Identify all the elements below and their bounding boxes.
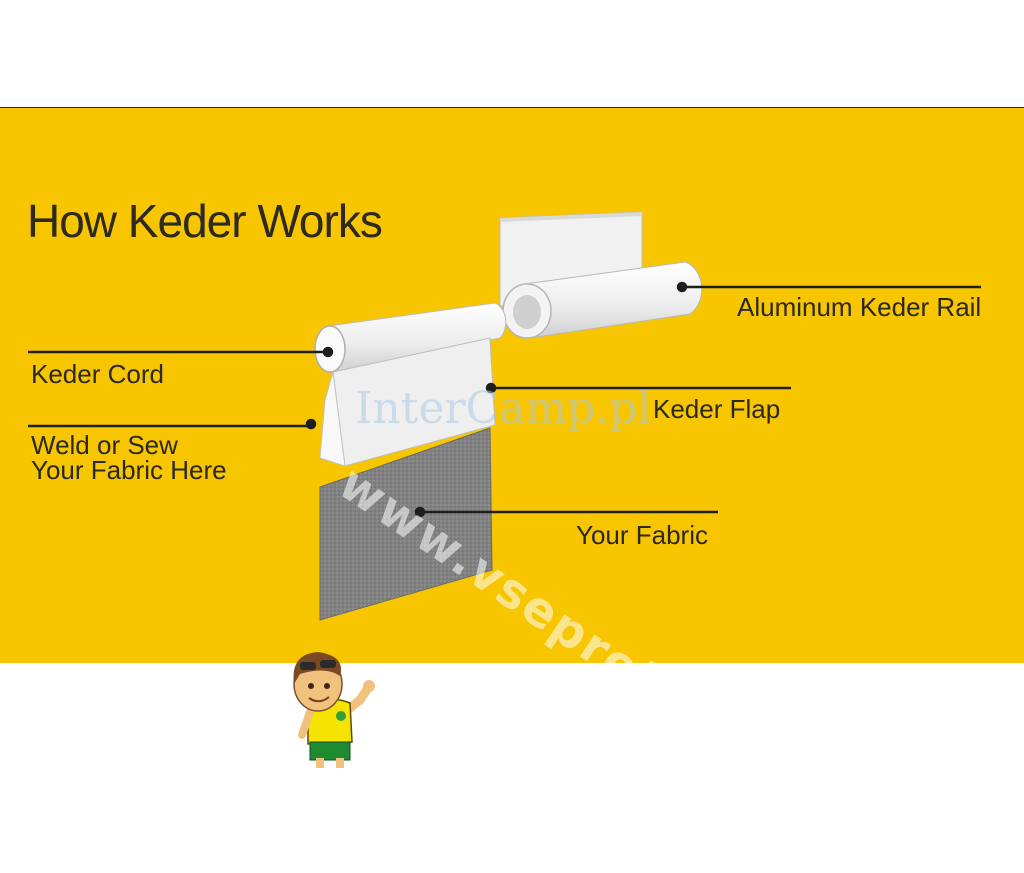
label-keder-flap: Keder Flap <box>653 394 781 424</box>
rail-callout-dot <box>676 281 688 293</box>
label-aluminum-keder-rail: Aluminum Keder Rail <box>737 292 982 322</box>
keder-diagram <box>28 211 981 768</box>
intercamp-watermark: InterCamp.pl <box>355 383 652 434</box>
aluminum-rail <box>499 211 703 339</box>
keder-flap <box>319 337 496 467</box>
label-keder-cord: Keder Cord <box>31 359 164 389</box>
weld-callout-dot <box>305 418 317 430</box>
label-weld-line1: Weld or Sew <box>31 430 178 460</box>
label-weld-or-sew: Weld or Sew Your Fabric Here <box>31 430 227 485</box>
label-your-fabric: Your Fabric <box>576 520 708 550</box>
diagram-panel <box>0 107 1024 663</box>
cord-callout-dot <box>322 346 334 358</box>
diagram-title: How Keder Works <box>27 194 383 247</box>
mascot-boy <box>293 652 375 768</box>
flap-callout-dot <box>485 382 497 394</box>
fabric-callout-dot <box>414 506 426 518</box>
label-weld-line2: Your Fabric Here <box>31 455 227 485</box>
fabric-panel <box>319 427 493 621</box>
